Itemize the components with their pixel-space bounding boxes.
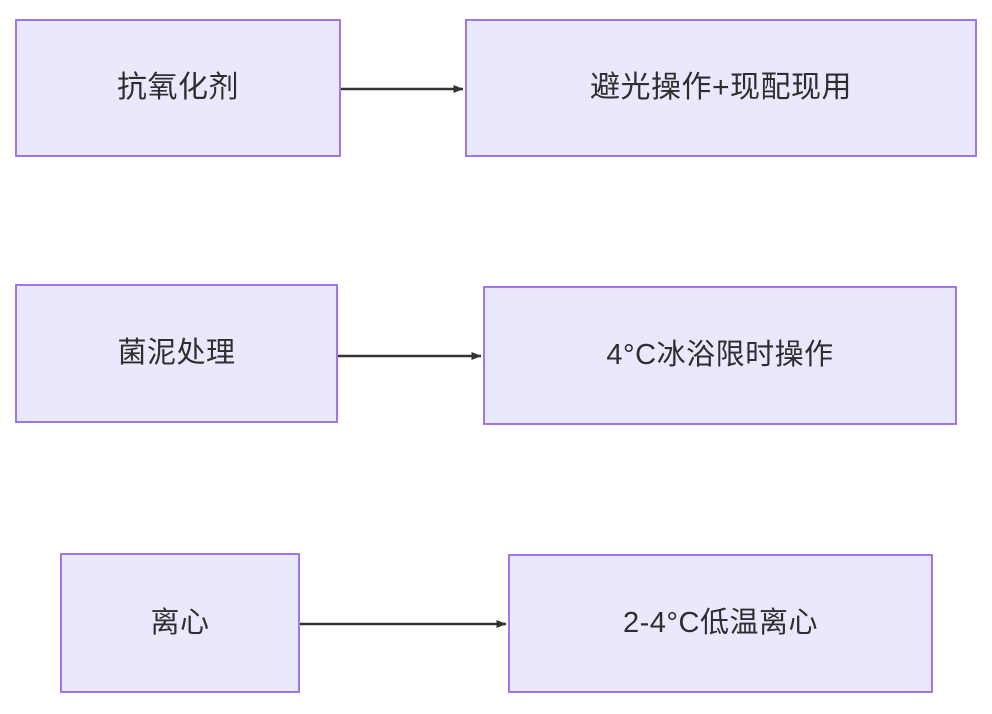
node-ice-bath-label: 4°C冰浴限时操作	[606, 339, 834, 372]
node-centrifuge-label: 离心	[150, 606, 210, 639]
node-light-protection[interactable]: 避光操作+现配现用	[465, 19, 977, 157]
node-cold-centrifuge[interactable]: 2-4°C低温离心	[508, 554, 933, 693]
node-centrifuge[interactable]: 离心	[60, 553, 300, 693]
node-sludge-treatment-label: 菌泥处理	[117, 337, 236, 370]
node-light-protection-label: 避光操作+现配现用	[589, 71, 853, 104]
node-sludge-treatment[interactable]: 菌泥处理	[15, 284, 338, 423]
node-cold-centrifuge-label: 2-4°C低温离心	[623, 607, 818, 640]
node-antioxidant[interactable]: 抗氧化剂	[15, 19, 341, 157]
node-ice-bath[interactable]: 4°C冰浴限时操作	[483, 286, 957, 425]
node-antioxidant-label: 抗氧化剂	[117, 71, 239, 104]
